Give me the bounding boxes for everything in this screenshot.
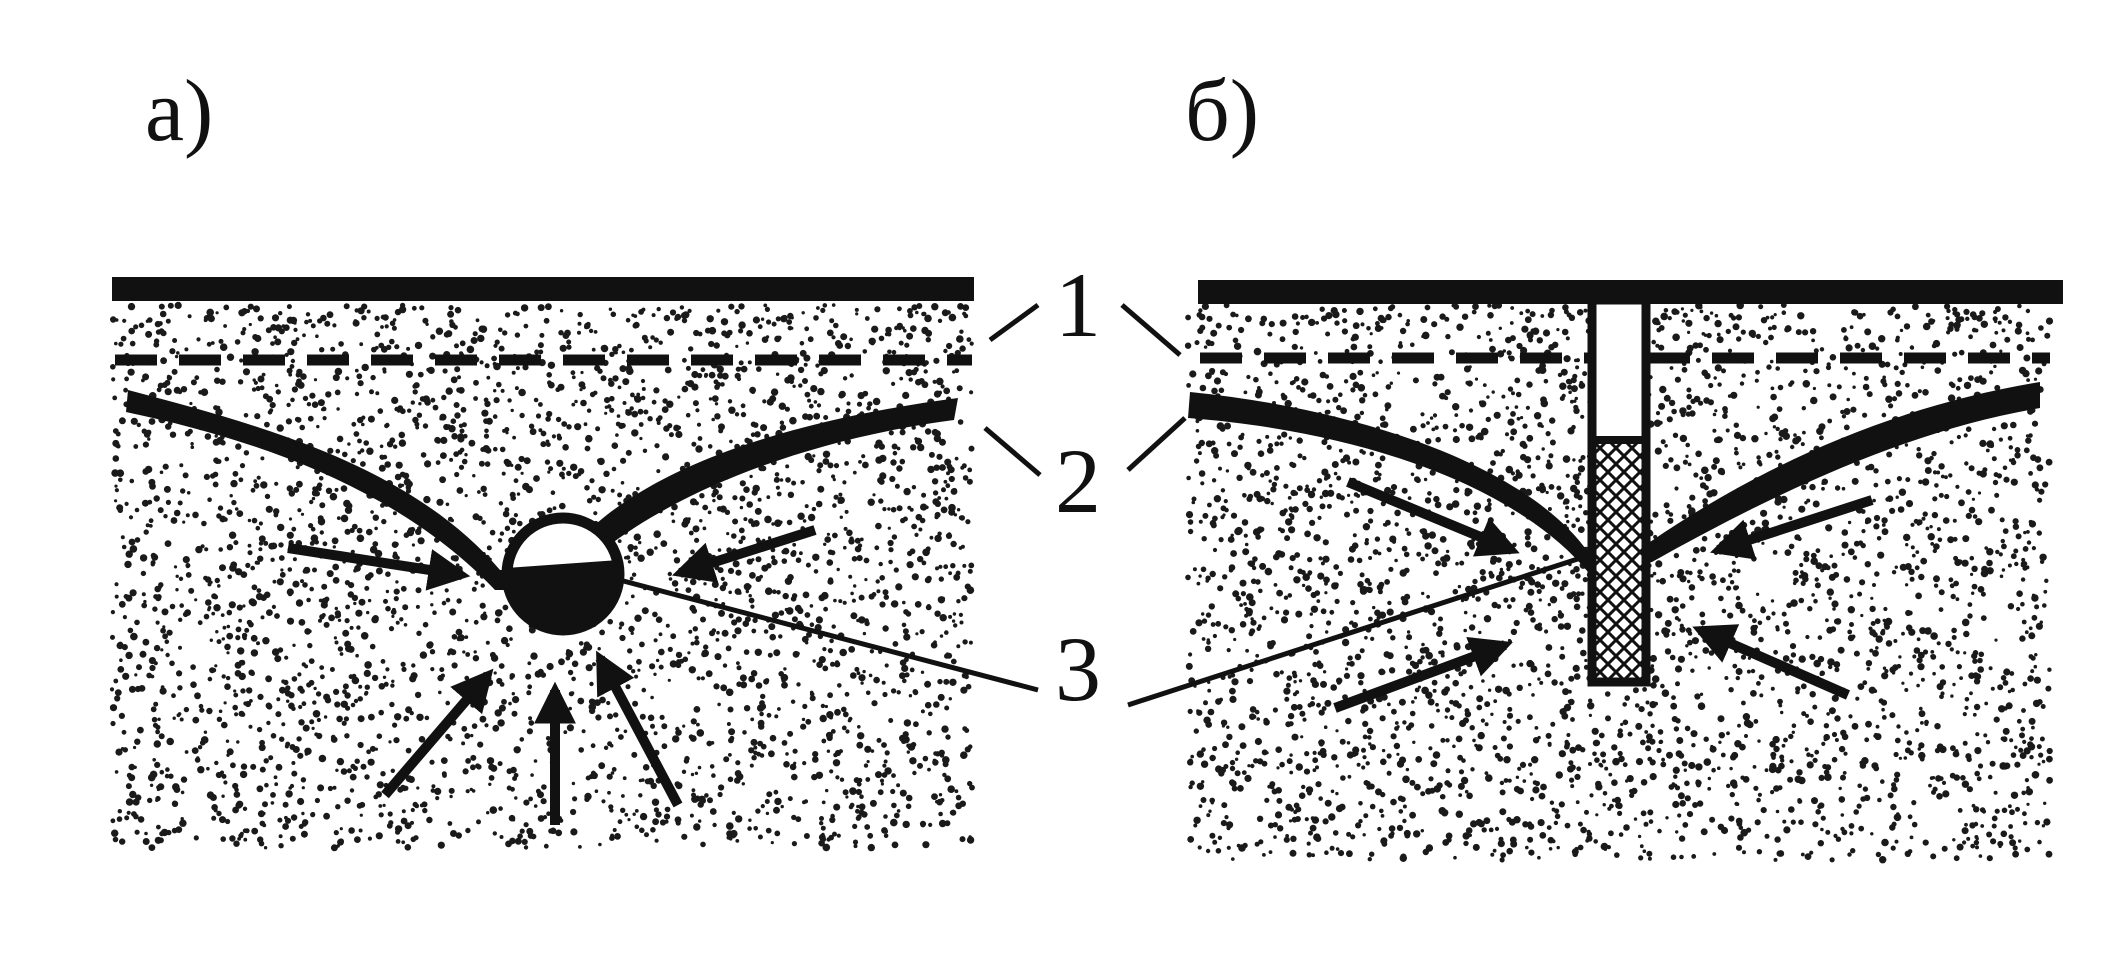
flow-arrows-b: [1333, 477, 1874, 713]
flow-arrow: [1333, 636, 1513, 713]
flow-arrow: [595, 650, 683, 808]
panel-a: а): [109, 63, 975, 852]
depression-curve-b: [1188, 382, 2040, 572]
drain-pipe: [501, 512, 625, 636]
callout-leaders: [611, 302, 1591, 708]
well-screen: [1596, 440, 1642, 678]
sand-dots-b: [1184, 301, 2054, 864]
well-filter: [1587, 295, 1651, 687]
ground-surface-a: [112, 277, 974, 301]
callout-1: 1: [1055, 254, 1101, 356]
panel-label-b: б): [1185, 63, 1259, 160]
flow-arrow: [671, 525, 817, 583]
panel-label-a: а): [145, 63, 213, 160]
flow-arrows-a: [287, 525, 817, 825]
flow-arrow: [1710, 495, 1874, 560]
callout-2: 2: [1055, 430, 1101, 532]
flow-arrow: [381, 668, 494, 799]
callout-3: 3: [1055, 618, 1101, 720]
flow-arrow: [1346, 477, 1520, 557]
sand-dots-a: [109, 301, 975, 852]
flow-arrow: [1692, 624, 1851, 700]
panel-b: б): [1184, 63, 2063, 864]
flow-arrow: [287, 543, 471, 591]
